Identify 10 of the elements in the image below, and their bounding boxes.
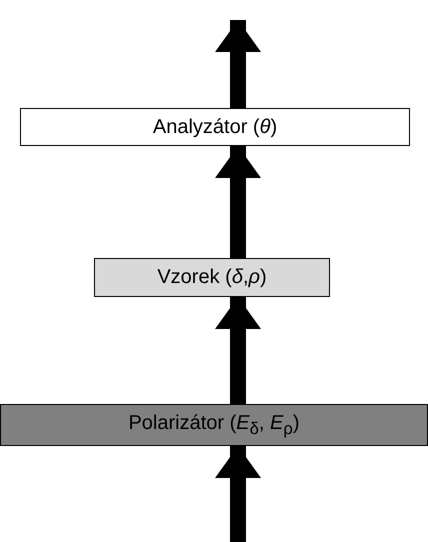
component-label: Analyzátor (θ)	[152, 116, 278, 138]
block-arrow	[215, 20, 261, 108]
component-box	[94, 258, 330, 297]
component-label: Vzorek (δ,ρ)	[157, 266, 267, 289]
component-box	[0, 404, 428, 446]
block-arrow	[215, 446, 261, 542]
block-arrow	[215, 146, 261, 258]
component-box	[20, 108, 410, 146]
block-arrow	[215, 297, 261, 404]
component-label: Polarizátor (E$_{δ}$, E$_{ρ}$)	[128, 412, 300, 438]
